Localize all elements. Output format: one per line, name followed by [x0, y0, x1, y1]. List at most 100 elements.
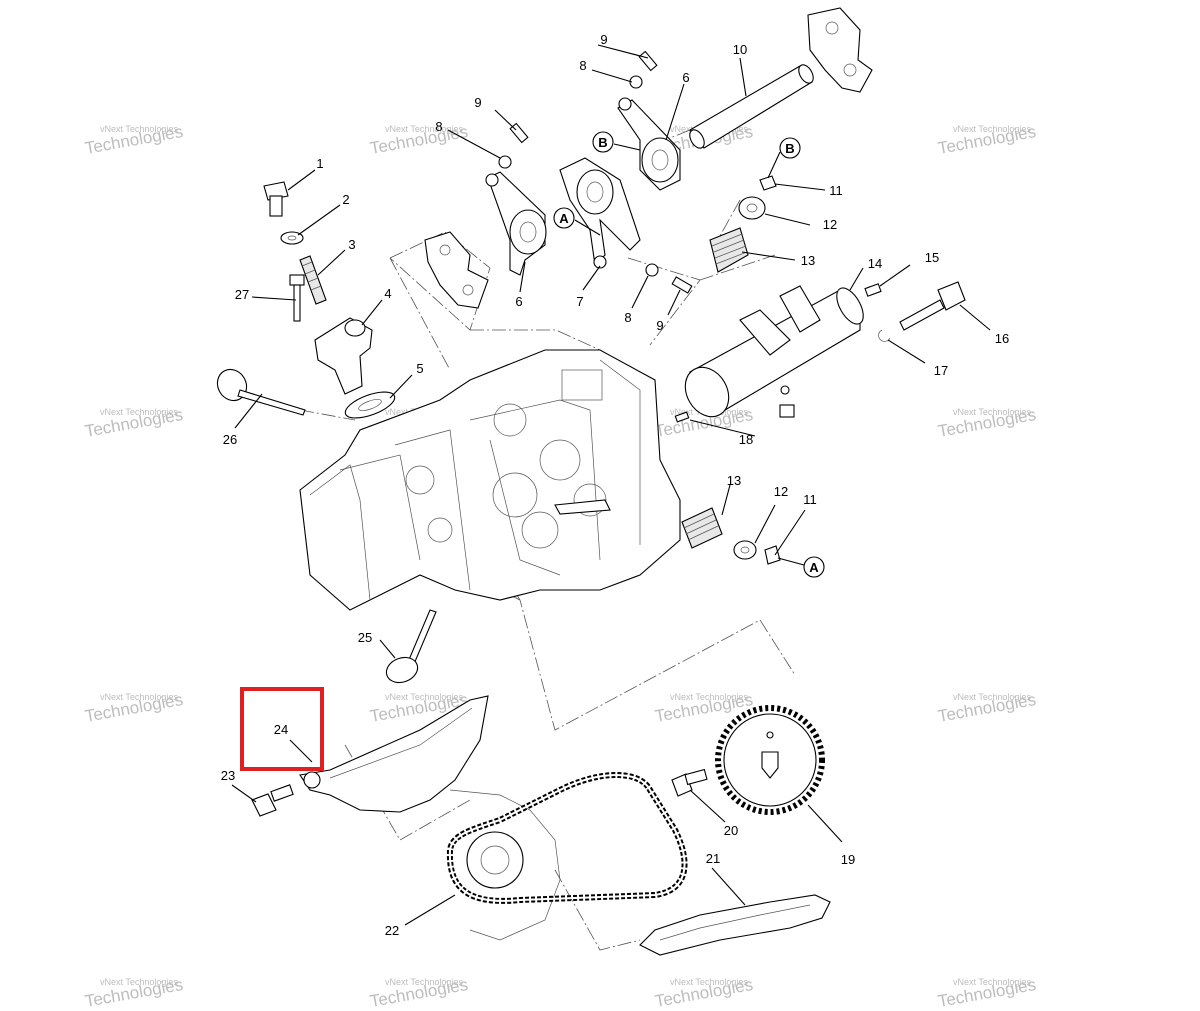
part-label-9-lower: 9	[656, 318, 663, 333]
part-label-1: 1	[316, 156, 323, 171]
valve-spring-lower	[681, 507, 723, 549]
part-label-8-left: 8	[435, 119, 442, 134]
spring-retainer-lower	[733, 540, 757, 560]
cam-bushing	[779, 404, 795, 418]
watermark-text-small: vNext Technologies	[953, 977, 1031, 987]
tensioner-bolt-long	[289, 274, 305, 322]
watermark: vNext Technologies Technologies	[653, 975, 754, 1011]
watermark-text-small: vNext Technologies	[953, 124, 1031, 134]
part-label-15: 15	[925, 250, 939, 265]
watermark-text-small: vNext Technologies	[385, 692, 463, 702]
part-label-12-upper: 12	[823, 217, 837, 232]
adjuster-screws	[498, 50, 693, 294]
tensioner-gasket	[344, 391, 396, 419]
part-label-9-left: 9	[474, 95, 481, 110]
part-label-12-lower: 12	[774, 484, 788, 499]
crankcase-section	[449, 789, 561, 941]
part-label-23: 23	[221, 768, 235, 783]
part-label-6-lower: 6	[515, 294, 522, 309]
watermark: vNext Technologies Technologies	[83, 122, 184, 158]
spring	[299, 255, 327, 305]
ref-mark-a-label: A	[559, 211, 569, 226]
camshaft	[684, 285, 864, 418]
watermark-text-small: vNext Technologies	[670, 692, 748, 702]
part-label-11-upper: 11	[829, 183, 843, 198]
watermark-text-small: vNext Technologies	[100, 407, 178, 417]
part-label-9-upper: 9	[600, 32, 607, 47]
part-label-19: 19	[841, 852, 855, 867]
sprocket-bolt	[671, 768, 708, 797]
part-label-17: 17	[934, 363, 948, 378]
rocker-bracket-upper	[807, 7, 873, 93]
ref-mark-b-label: B	[598, 135, 607, 150]
intake-valve	[216, 368, 306, 416]
rocker-shaft	[689, 64, 814, 149]
watermark: vNext Technologies Technologies	[368, 122, 469, 158]
guide-bolt	[251, 784, 294, 817]
watermark: vNext Technologies Technologies	[936, 975, 1037, 1011]
part-label-8-upper: 8	[579, 58, 586, 73]
watermark-text-small: vNext Technologies	[100, 692, 178, 702]
part-label-20: 20	[724, 823, 738, 838]
ref-mark-a-label: A	[809, 560, 819, 575]
part-label-26: 26	[223, 432, 237, 447]
watermark: vNext Technologies Technologies	[936, 690, 1037, 726]
rocker-arm-left	[485, 171, 547, 276]
part-label-25: 25	[358, 630, 372, 645]
part-label-3: 3	[348, 237, 355, 252]
watermark-text-small: vNext Technologies	[953, 692, 1031, 702]
part-label-8-lower: 8	[624, 310, 631, 325]
part-label-11-lower: 11	[803, 492, 817, 507]
watermark: vNext Technologies Technologies	[936, 405, 1037, 441]
chain-guide	[299, 695, 489, 813]
exhaust-valve	[385, 609, 437, 684]
ref-mark-b	[779, 137, 801, 159]
part-label-18: 18	[739, 432, 753, 447]
part-label-21: 21	[706, 851, 720, 866]
reference-marks: B B A A	[553, 131, 825, 578]
rocker-arm-middle	[559, 157, 641, 269]
part-label-13-upper: 13	[801, 253, 815, 268]
part-label-10: 10	[733, 42, 747, 57]
part-label-4: 4	[384, 286, 391, 301]
timing-chain	[446, 772, 688, 904]
part-label-5: 5	[416, 361, 423, 376]
part-label-22: 22	[385, 923, 399, 938]
valve-keepers-lower	[764, 545, 781, 565]
watermark-text-small: vNext Technologies	[953, 407, 1031, 417]
highlight-box-part-24	[240, 687, 324, 771]
part-label-14: 14	[868, 256, 882, 271]
watermark: vNext Technologies Technologies	[83, 405, 184, 441]
valve-keepers-upper	[759, 175, 777, 191]
ref-mark-b-label: B	[785, 141, 794, 156]
watermark-text-small: vNext Technologies	[385, 124, 463, 134]
part-label-6-upper: 6	[682, 70, 689, 85]
rocker-bracket-left	[424, 231, 489, 309]
watermark-text-small: vNext Technologies	[385, 977, 463, 987]
valve-spring-upper	[709, 227, 749, 273]
watermark: vNext Technologies Technologies	[83, 975, 184, 1011]
decompression-shaft	[899, 281, 966, 331]
cam-sprocket	[715, 705, 825, 815]
part-label-13-lower: 13	[727, 473, 741, 488]
part-label-24: 24	[274, 722, 288, 737]
watermark-text-small: vNext Technologies	[100, 124, 178, 134]
locating-pin	[674, 411, 690, 423]
leader-lines	[231, 44, 991, 926]
tensioner-bolt	[263, 181, 289, 217]
watermark-text-small: vNext Technologies	[100, 977, 178, 987]
ref-mark-a	[553, 207, 575, 229]
part-labels: 1 2 3 4 5 6 6 7 8 8 8 9 9 9 10 11 11 12 …	[221, 32, 1009, 938]
ref-mark-b	[592, 131, 614, 153]
watermark: vNext Technologies Technologies	[368, 975, 469, 1011]
watermark: vNext Technologies Technologies	[936, 122, 1037, 158]
rocker-arm-upper	[617, 97, 681, 191]
part-label-2: 2	[342, 192, 349, 207]
dowel-pin	[864, 283, 882, 297]
spring-retainer-upper	[738, 196, 766, 220]
cylinder-head	[299, 349, 681, 611]
watermark: vNext Technologies Technologies	[83, 690, 184, 726]
watermark-text-small: vNext Technologies	[670, 977, 748, 987]
part-label-27: 27	[235, 287, 249, 302]
part-label-16: 16	[995, 331, 1009, 346]
